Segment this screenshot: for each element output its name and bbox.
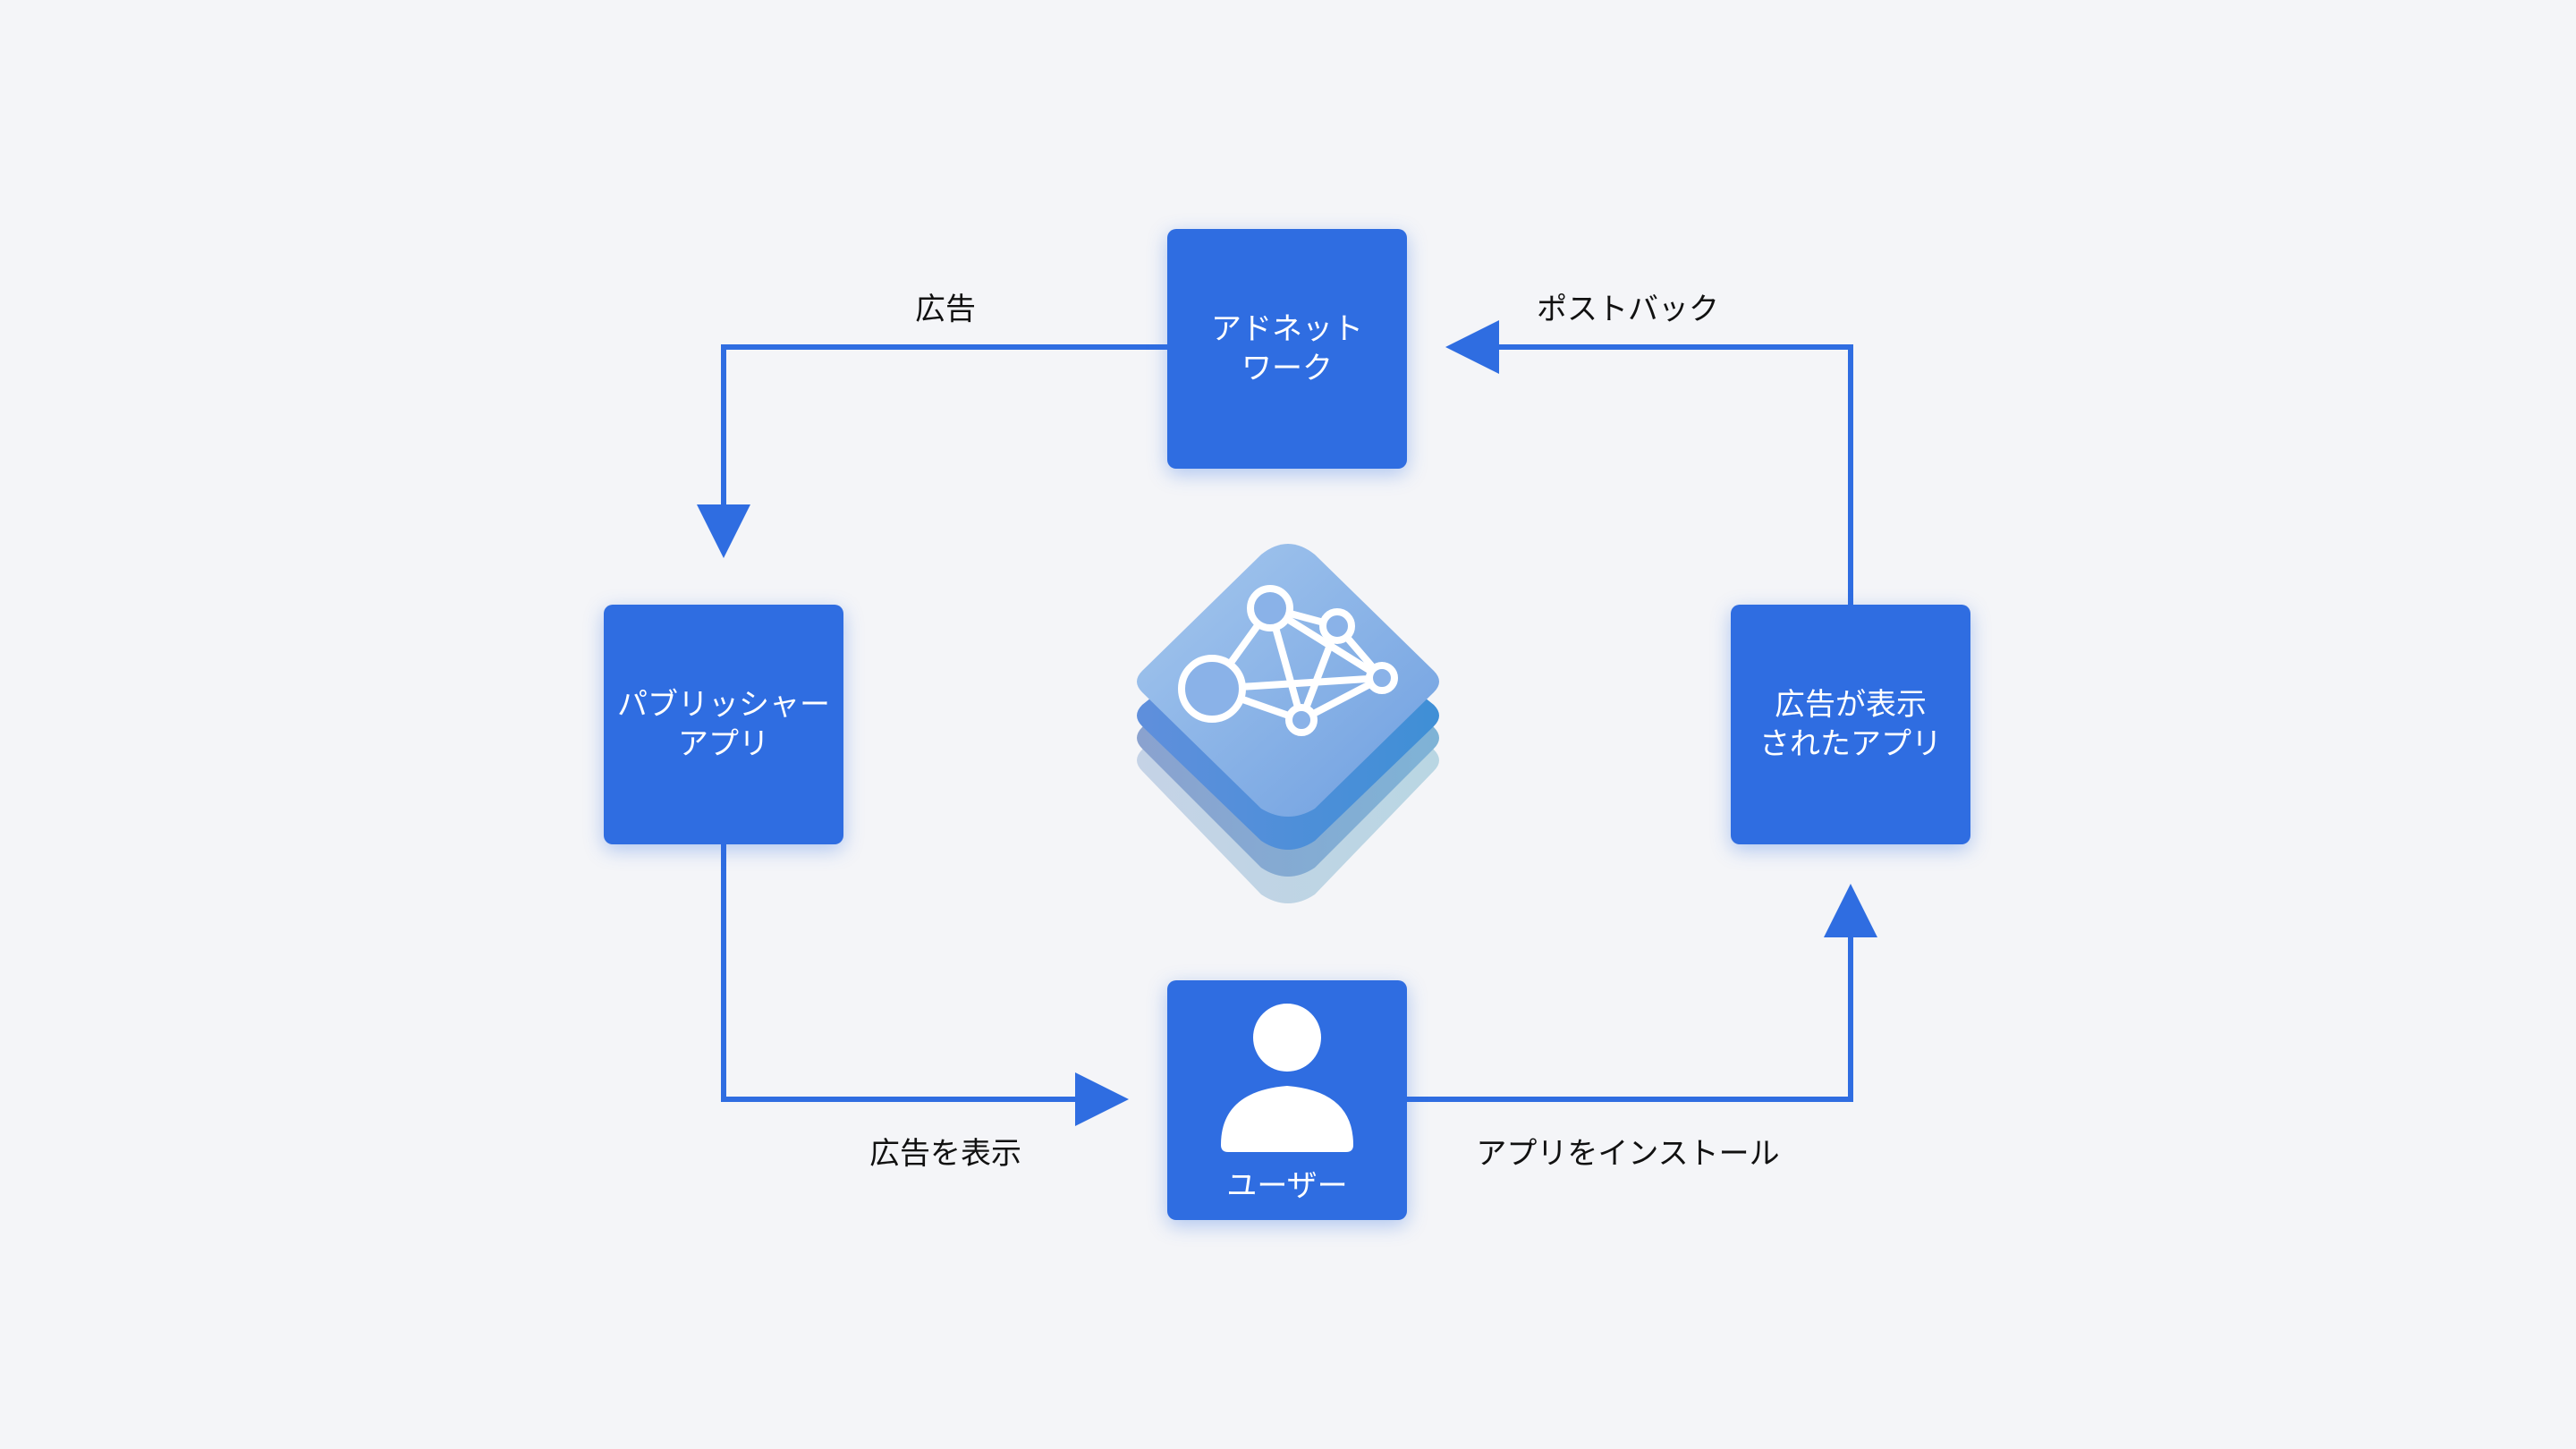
edge-label-show-ad: 広告を表示: [869, 1136, 1021, 1172]
skadnetwork-network-icon: [1137, 544, 1439, 903]
edge-label-install-app: アプリをインストール: [1476, 1136, 1780, 1172]
advertised-app-label-line-2: されたアプリ: [1759, 726, 1942, 762]
user-node: ユーザー: [1167, 980, 1407, 1220]
edge-label-ad: 広告: [915, 292, 976, 327]
publisher-app-label-line-1: パブリッシャー: [617, 687, 830, 723]
arrow-publisher-to-user: [721, 844, 1129, 1126]
ad-network-label-line-2: ワーク: [1241, 351, 1333, 386]
publisher-app-node: パブリッシャー アプリ: [604, 605, 843, 844]
edge-label-postback: ポストバック: [1537, 292, 1719, 327]
arrow-ad-network-to-publisher: [697, 344, 1167, 558]
arrow-user-to-advertised-app: [1407, 884, 1877, 1102]
ad-network-node: アドネット ワーク: [1167, 229, 1407, 469]
arrow-advertised-app-to-ad-network: [1445, 320, 1853, 605]
person-silhouette-icon: [1221, 1004, 1353, 1152]
user-label: ユーザー: [1226, 1168, 1348, 1204]
advertised-app-node: 広告が表示 されたアプリ: [1731, 605, 1970, 844]
publisher-app-label-line-2: アプリ: [678, 726, 769, 762]
advertised-app-label-line-1: 広告が表示: [1775, 687, 1927, 723]
ad-network-label-line-1: アドネット: [1211, 311, 1363, 347]
